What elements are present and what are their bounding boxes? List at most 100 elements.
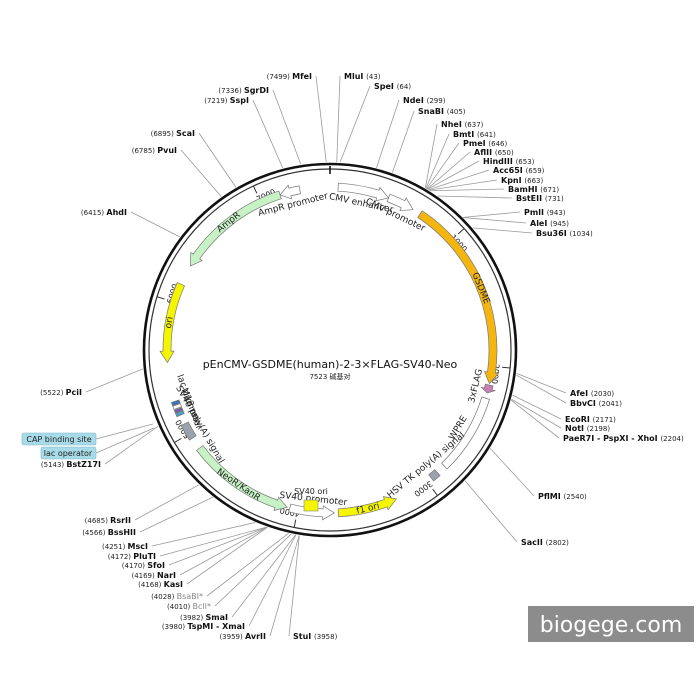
site-lead-bmti (425, 133, 450, 189)
site-nari: (4169) NarI (131, 571, 176, 580)
site-position: (5143) (41, 461, 67, 469)
site-position: (641) (477, 131, 496, 139)
site-name: PmlI (524, 208, 547, 217)
site-name: SmaI (206, 613, 228, 622)
site-position: (3982) (180, 614, 206, 622)
site-sgrdi: (7336) SgrDI (218, 86, 269, 95)
site-lead-ndei (376, 99, 400, 168)
site-name: PmeI (463, 139, 488, 148)
site-name: SnaBI (418, 107, 447, 116)
site-lead-stui (288, 535, 300, 637)
site-position: (6895) (151, 130, 177, 138)
site-ndei: NdeI (299) (403, 96, 446, 105)
watermark-text: biogege.com (540, 613, 683, 638)
site-position: (2802) (546, 539, 570, 547)
site-lead-nari (179, 526, 268, 576)
site-bsteii: BstEII (731) (516, 194, 564, 203)
site-lead-pflmi (489, 448, 535, 497)
tick-label: 3000 (412, 479, 434, 498)
site-afei: AfeI (2030) (570, 389, 614, 398)
site-name: PaeR7I - PspXI - XhoI (563, 434, 660, 443)
site-name: Bsu36I (536, 229, 569, 238)
sv40-ori-box (303, 499, 319, 512)
tick-2000 (502, 366, 511, 369)
site-pvui: (6785) PvuI (132, 146, 177, 155)
site-sspi: (7219) SspI (204, 96, 249, 105)
site-position: (43) (366, 73, 381, 81)
site-position: (7219) (204, 97, 230, 105)
site-name: ScaI (176, 129, 195, 138)
site-pluti: (4172) PluTI (108, 552, 156, 561)
site-nhei: NheI (637) (441, 120, 484, 129)
site-lead-pcii (85, 368, 144, 393)
site-lead-scai (198, 132, 237, 188)
site-bmti: BmtI (641) (453, 130, 496, 139)
site-lead-aflii (426, 151, 471, 190)
site-lead-mlui (336, 75, 341, 163)
site-position: (2540) (564, 493, 588, 501)
site-pcii: (5522) PciI (40, 388, 82, 397)
site-position: (4169) (131, 572, 157, 580)
plasmid-name: pEnCMV-GSDME(human)-2-3×FLAG-SV40-Neo (203, 358, 458, 371)
site-lead-nhei (424, 123, 438, 189)
site-name: AhdI (106, 208, 127, 217)
site-name: NheI (441, 120, 465, 129)
feature-ampr-promoter (279, 184, 301, 200)
site-name: SgrDI (244, 86, 269, 95)
site-position: (2171) (593, 416, 617, 424)
watermark-box (528, 606, 694, 642)
feature-label-f1-ori: f1 ori (356, 501, 381, 516)
site-position: (3958) (314, 633, 338, 641)
site-name: BstEII (516, 194, 545, 203)
site-ahdi: (6415) AhdI (81, 208, 127, 217)
feature-gsdme (417, 210, 500, 385)
site-name: BsaBI* (177, 592, 203, 601)
site-position: (4170) (122, 562, 148, 570)
site-position: (637) (465, 121, 484, 129)
site-name: BstZ17I (66, 460, 101, 469)
site-bsabi: (4028) BsaBI* (151, 592, 203, 601)
site-sacii: SacII (2802) (521, 538, 569, 547)
site-lead-alei (463, 217, 527, 224)
feature-wpre (441, 396, 490, 470)
site-name: PciI (66, 388, 82, 397)
site-smai: (3982) SmaI (180, 613, 228, 622)
site-name: EcoRI (565, 415, 593, 424)
site-name: KpnI (501, 176, 524, 185)
feature-cmv-enhancer (337, 182, 390, 202)
site-name: Acc65I (493, 166, 526, 175)
site-name: MscI (128, 542, 148, 551)
site-lead-sspi (252, 99, 284, 169)
site-name: NdeI (403, 96, 427, 105)
site-position: (650) (495, 149, 514, 157)
site-position: (2204) (660, 435, 684, 443)
site-lead-snabi (392, 110, 415, 173)
cap-lead (95, 423, 154, 440)
site-bcli: (4010) BclI* (167, 602, 211, 611)
site-lead-bamhi (429, 188, 505, 192)
plasmid-length: 7523 碱基对 (309, 372, 350, 381)
site-position: (4685) (85, 517, 111, 525)
site-position: (299) (427, 97, 446, 105)
site-bsshii: (4566) BssHII (82, 528, 136, 537)
sv40-ori-label: SV40 ori (294, 487, 328, 496)
site-name: NarI (157, 571, 176, 580)
site-lead-kasi (186, 526, 268, 585)
site-pflmi: PflMI (2540) (538, 492, 587, 501)
site-lead-spei (339, 85, 371, 163)
site-kasi: (4168) KasI (138, 580, 183, 589)
backbone-outer (142, 162, 518, 538)
site-name: HindIII (483, 157, 516, 166)
site-tspmi-xmai: (3980) TspMI - XmaI (162, 622, 245, 631)
site-snabi: SnaBI (405) (418, 107, 466, 116)
site-msci: (4251) MscI (102, 542, 148, 551)
tick-4000 (293, 519, 297, 528)
site-position: (2041) (599, 400, 623, 408)
site-mlui: MluI (43) (344, 72, 381, 81)
site-lead-msci (151, 522, 256, 547)
site-aflii: AflII (650) (474, 148, 514, 157)
site-name: BclI* (193, 602, 211, 611)
site-name: SacII (521, 538, 546, 547)
site-lead-afei (516, 373, 567, 394)
